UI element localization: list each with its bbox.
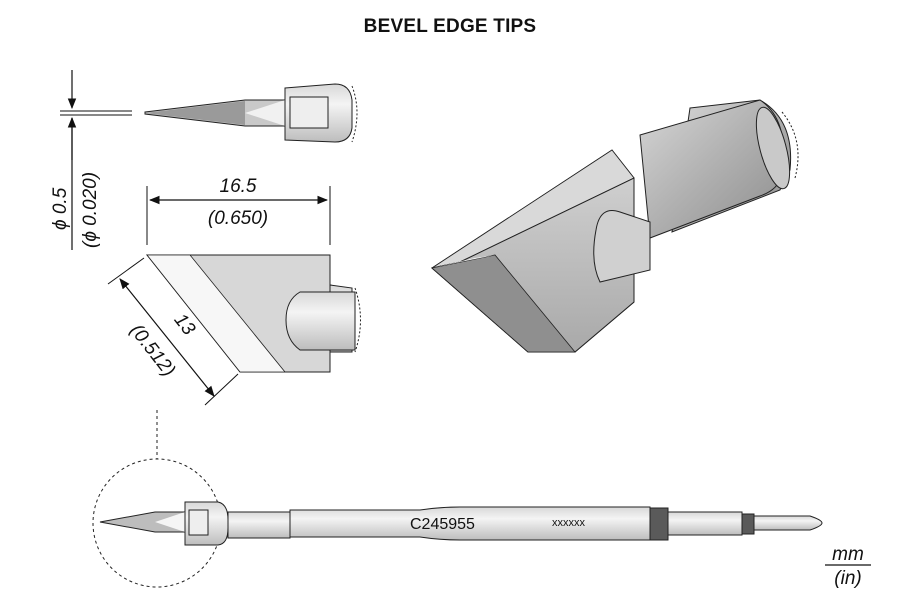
perspective-view <box>430 99 799 353</box>
unit-secondary: (in) <box>834 568 861 589</box>
diameter-in-label: (ϕ 0.020) <box>80 172 101 248</box>
length-mm-label: 16.5 <box>220 176 257 197</box>
length-in-label: (0.650) <box>208 208 268 229</box>
full-tip-view: C245955 xxxxxx <box>92 410 823 588</box>
tip-code-label: C245955 <box>410 516 475 533</box>
serial-label: xxxxxx <box>552 517 586 529</box>
bevel-in-label: (0.512) <box>126 320 180 380</box>
length-dimension: 16.5 (0.650) <box>146 176 331 245</box>
page-title: BEVEL EDGE TIPS <box>363 16 537 37</box>
unit-primary: mm <box>832 544 864 565</box>
units-legend: mm (in) <box>825 544 871 589</box>
diameter-dimension: ϕ 0.5 (ϕ 0.020) <box>50 70 132 250</box>
flat-view <box>145 254 361 373</box>
top-view <box>144 83 358 143</box>
diameter-mm-label: ϕ 0.5 <box>50 187 71 230</box>
